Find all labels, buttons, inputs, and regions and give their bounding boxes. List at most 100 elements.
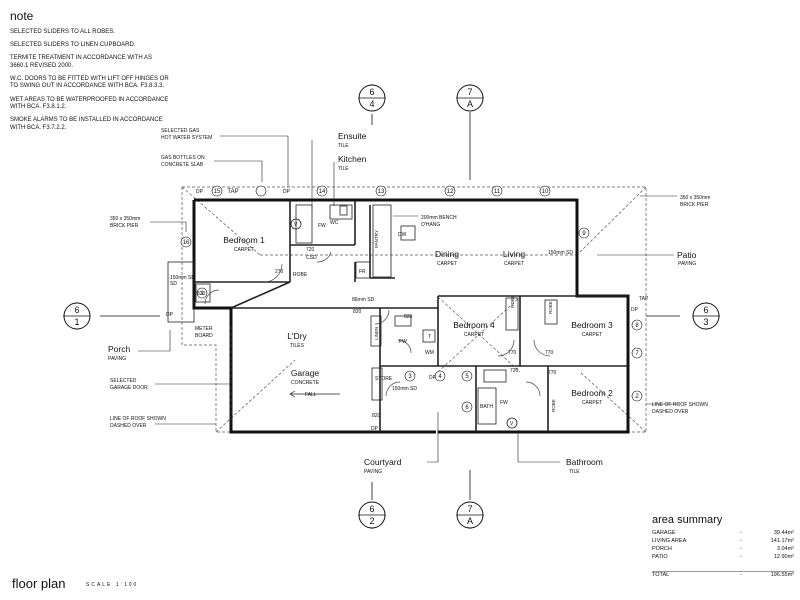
roof-right-note-2: DASHED OVER <box>652 409 689 415</box>
roof-right-note-1: LINE OF ROOF SHOWN <box>652 402 708 408</box>
area-total-label: TOTAL <box>652 572 670 578</box>
rotated-labels: PANTRY LINEN ROBE ROBE ROBE <box>374 230 556 412</box>
area-dash: - <box>740 546 742 552</box>
porch-finish: PAVING <box>108 356 126 362</box>
width-720: 720 <box>306 247 315 253</box>
window-3: 3 <box>408 374 412 380</box>
meter-note-2: BOARD <box>195 333 213 339</box>
robe-label: ROBE <box>293 272 308 278</box>
width-820: 820 <box>353 309 362 315</box>
section-marker-top-left: 6 4 <box>358 84 386 112</box>
sd150-mid-label: 150mm SD <box>392 386 417 392</box>
window-7: 7 <box>635 351 639 357</box>
fixtures <box>290 204 558 429</box>
section-marker-left: 6 1 <box>63 302 91 330</box>
garage-door-note-1: SELECTED <box>110 378 137 384</box>
porch-area <box>167 261 211 323</box>
fw-label: FW <box>318 223 326 229</box>
gas-bottles-note-1: GAS BOTTLES ON <box>161 155 205 161</box>
window-numbers: 15 TAP 14 13 12 11 10 9 8 7 6 5 4 3 2 16… <box>183 189 640 411</box>
fw-label: FW <box>399 339 407 345</box>
note-item: Termite treatment in accordance with AS … <box>10 55 153 69</box>
meter-note-1: METER <box>195 326 213 332</box>
wc-label: WC <box>330 220 339 226</box>
width-820: 820 <box>372 413 381 419</box>
kitchen-label: Kitchen <box>338 154 367 164</box>
section-sheet: A <box>467 99 473 109</box>
section-sheet: 3 <box>703 317 708 327</box>
room-name-bedroom2: Bedroom 2 <box>571 388 613 398</box>
area-value: 3.04m² <box>776 546 794 552</box>
notes-list: Selected sliders to all robes. Selected … <box>10 29 170 138</box>
courtyard-label: Courtyard <box>364 457 402 467</box>
pier-left-note-2: BRICK PIER <box>110 223 139 229</box>
window-12: 12 <box>447 189 454 195</box>
porch-label: Porch <box>108 344 130 354</box>
width-770: 770 <box>508 350 517 356</box>
robe-label-br2: ROBE <box>551 399 556 412</box>
room-name-bedroom4: Bedroom 4 <box>453 320 495 330</box>
patio-finish: PAVING <box>678 261 696 267</box>
window-16: 16 <box>183 240 190 246</box>
room-name-living: Living <box>503 249 525 259</box>
section-num: 6 <box>74 305 79 315</box>
area-dash: - <box>740 538 742 544</box>
courtyard-finish: PAVING <box>364 469 382 475</box>
area-row-patio: PATIO - 12.90m² <box>652 554 794 562</box>
room-name-bedroom3: Bedroom 3 <box>571 320 613 330</box>
roof-left-note-2: DASHED OVER <box>110 423 147 429</box>
window-9: 9 <box>582 231 586 237</box>
fixture-labels: DP DP DP DP DP DP TAP WC FW FW FW V V T … <box>166 189 649 432</box>
area-dash: - <box>740 530 742 536</box>
v-label: V <box>294 222 298 228</box>
fr-label: FR <box>359 269 366 275</box>
kitchen-finish: TILE <box>338 166 349 172</box>
sd-label: SD <box>170 281 177 287</box>
linen-label: LINEN <box>374 327 379 340</box>
dp-label: DP <box>166 312 174 318</box>
gas-bottles-note-2: CONCRETE SLAB <box>161 162 204 168</box>
area-summary-table: GARAGE - 39.44m² LIVING AREA - 141.17m² … <box>652 530 794 584</box>
area-row-porch: PORCH - 3.04m² <box>652 546 794 554</box>
fw-label: FW <box>500 400 508 406</box>
bathroom-label: Bathroom <box>566 457 603 467</box>
area-value: 12.90m² <box>773 554 794 560</box>
section-marker-bottom-left: 6 2 <box>358 501 386 529</box>
width-770: 770 <box>545 350 554 356</box>
garage-door-note-2: GARAGE DOOR <box>110 385 148 391</box>
area-label: PATIO <box>652 554 668 560</box>
section-sheet: 4 <box>369 99 374 109</box>
sd86-label: 86mm SD <box>352 297 375 303</box>
dw-label: DW <box>398 232 407 238</box>
area-label: LIVING AREA <box>652 538 687 544</box>
section-sheet: 2 <box>369 516 374 526</box>
door-swings <box>204 251 551 397</box>
sd150-right-label: 150mm SD <box>548 250 573 256</box>
room-finish-living: CARPET <box>504 261 524 267</box>
plan-title: floor plan <box>12 576 66 591</box>
tap-label-right: TAP <box>639 296 649 302</box>
room-finish-bedroom4: CARPET <box>464 332 484 338</box>
bath-label: BATH <box>480 404 493 410</box>
gas-hws-note-2: HOT WATER SYSTEM <box>161 135 212 141</box>
notes-title: note <box>10 9 34 23</box>
area-row-garage: GARAGE - 39.44m² <box>652 530 794 538</box>
pier-right-note-1: 350 x 350mm <box>680 195 710 201</box>
section-sheet: A <box>467 516 473 526</box>
window-5: 5 <box>465 374 469 380</box>
fall-arrow <box>289 390 340 398</box>
area-row-total: TOTAL - 196.55m² <box>652 571 794 584</box>
leader-lines <box>138 135 679 463</box>
section-num: 7 <box>467 504 472 514</box>
area-total-dash: - <box>740 572 742 578</box>
csd-label: CSD <box>306 255 317 261</box>
area-total-value: 196.55m² <box>770 572 794 578</box>
note-item: W.C. doors to be fitted with lift off hi… <box>10 75 169 90</box>
note-item: Selected sliders to all robes. <box>10 29 115 35</box>
note-item: Selected sliders to linen cupboard. <box>10 42 136 49</box>
tap-label: TAP <box>227 189 238 195</box>
pantry-label: PANTRY <box>374 230 379 248</box>
external-callouts: Ensuite TILE Kitchen TILE Patio PAVING P… <box>108 128 710 475</box>
window-15: 15 <box>214 189 221 195</box>
